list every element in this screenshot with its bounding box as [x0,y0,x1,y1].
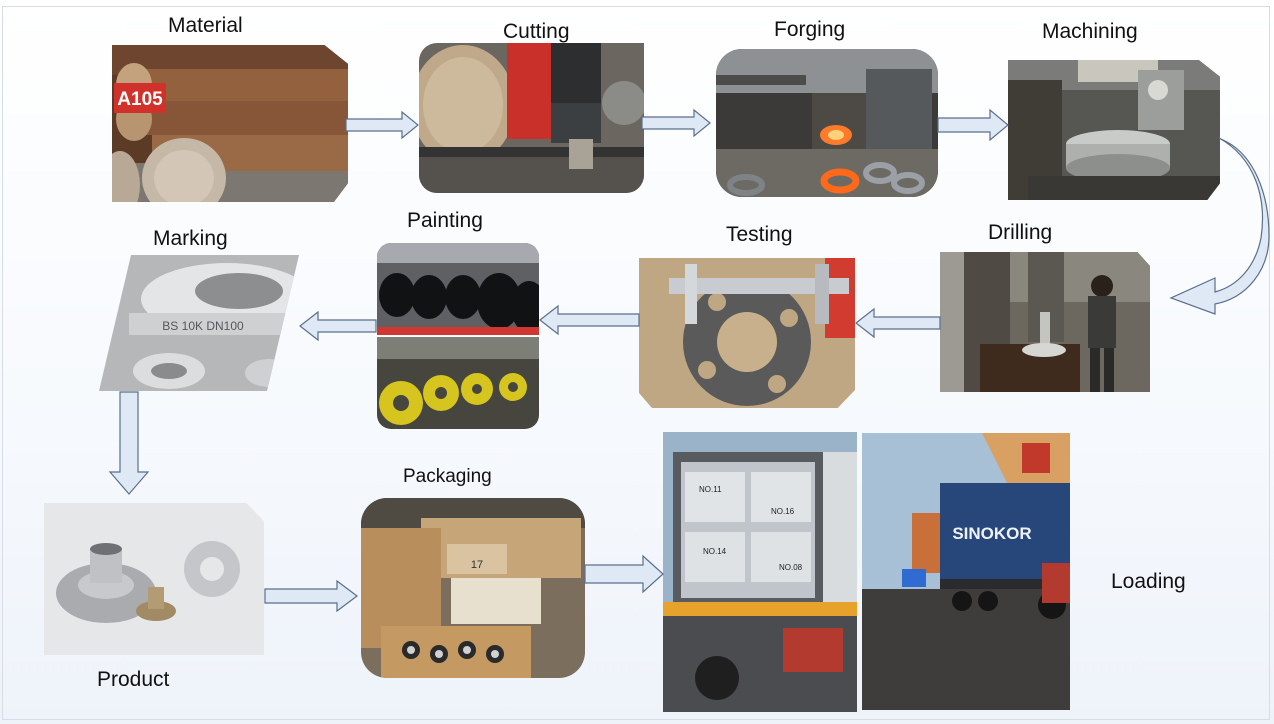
crate-number: 17 [471,559,483,571]
pallet-label-4: NO.08 [779,563,803,572]
arrow-packaging-to-loading [584,554,664,594]
material-photo: A105 [112,45,348,202]
step-label-painting: Painting [407,209,483,232]
step-label-loading: Loading [1111,570,1186,593]
arrow-machining-to-drilling [1165,137,1270,315]
packaging-photo: 17 [361,498,585,678]
pallet-label-1: NO.11 [699,485,722,494]
arrow-drilling-to-testing [855,307,941,339]
testing-photo [639,258,855,408]
loading-truck-photo: SINOKOR [862,433,1070,710]
loading-container-photo: NO.11 NO.16 NO.14 NO.08 [663,432,857,712]
product-photo [44,503,264,655]
machining-photo [1008,60,1220,200]
marking-photo: BS 10K DN100 [99,255,299,391]
container-brand: SINOKOR [952,524,1031,543]
step-label-cutting: Cutting [503,20,570,43]
arrow-forging-to-machining [937,108,1009,142]
painting-photo-black [377,243,539,335]
drilling-photo [940,252,1150,392]
step-label-material: Material [168,14,243,37]
painting-photo-yellow [377,337,539,429]
cutting-photo [419,43,644,193]
step-label-forging: Forging [774,18,846,41]
marking-stamp: BS 10K DN100 [162,319,244,333]
arrow-painting-to-marking [299,310,377,342]
step-label-product: Product [97,668,170,691]
material-tag: A105 [117,89,163,110]
step-label-packaging: Packaging [403,466,492,487]
step-label-drilling: Drilling [988,221,1053,244]
arrow-cutting-to-forging [641,108,711,138]
pallet-label-2: NO.16 [771,507,795,516]
pallet-label-3: NO.14 [703,547,727,556]
step-label-testing: Testing [726,223,793,246]
forging-photo [716,49,938,197]
arrow-material-to-cutting [345,110,419,140]
step-label-marking: Marking [153,227,228,250]
arrow-product-to-packaging [264,579,358,613]
arrow-marking-to-product [108,391,150,495]
arrow-testing-to-painting [539,304,640,336]
step-label-machining: Machining [1042,20,1138,43]
